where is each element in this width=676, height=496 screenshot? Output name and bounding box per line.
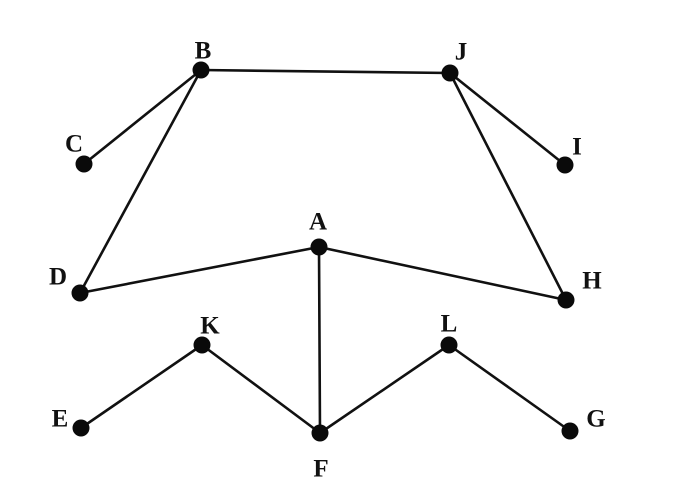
edge-j-h — [448, 71, 568, 302]
node-label-c: C — [65, 131, 83, 158]
node-label-g: G — [586, 406, 605, 433]
node-label-a: A — [309, 209, 327, 236]
edge-k-f — [200, 343, 322, 435]
node-l — [440, 336, 458, 354]
edge-b-c — [82, 68, 203, 166]
edge-b-j — [199, 68, 452, 75]
node-label-h: H — [582, 268, 602, 295]
node-b — [192, 61, 210, 79]
node-g — [561, 422, 579, 440]
node-i — [556, 156, 574, 174]
graph-labels: A B C D E F G H I J K L — [49, 38, 606, 483]
edge-f-l — [318, 343, 451, 435]
node-label-b: B — [195, 38, 212, 65]
node-label-f: F — [313, 456, 328, 483]
edge-b-d — [78, 68, 203, 295]
edge-a-h — [317, 245, 568, 302]
node-label-k: K — [200, 313, 220, 340]
node-label-e: E — [52, 406, 69, 433]
node-d — [71, 284, 89, 302]
node-label-j: J — [455, 39, 468, 66]
node-f — [311, 424, 329, 442]
node-e — [72, 419, 90, 437]
graph-nodes — [71, 61, 579, 442]
node-h — [557, 291, 575, 309]
node-c — [75, 155, 93, 173]
edge-j-i — [448, 71, 567, 167]
graph-edges — [78, 68, 572, 435]
node-label-d: D — [49, 264, 67, 291]
node-label-i: I — [572, 134, 582, 161]
node-label-l: L — [441, 311, 458, 338]
node-a — [310, 238, 328, 256]
edge-a-f — [317, 245, 322, 435]
node-j — [441, 64, 459, 82]
edge-l-g — [447, 343, 572, 433]
node-k — [193, 336, 211, 354]
edge-d-a — [78, 245, 321, 295]
edge-e-k — [79, 343, 204, 430]
